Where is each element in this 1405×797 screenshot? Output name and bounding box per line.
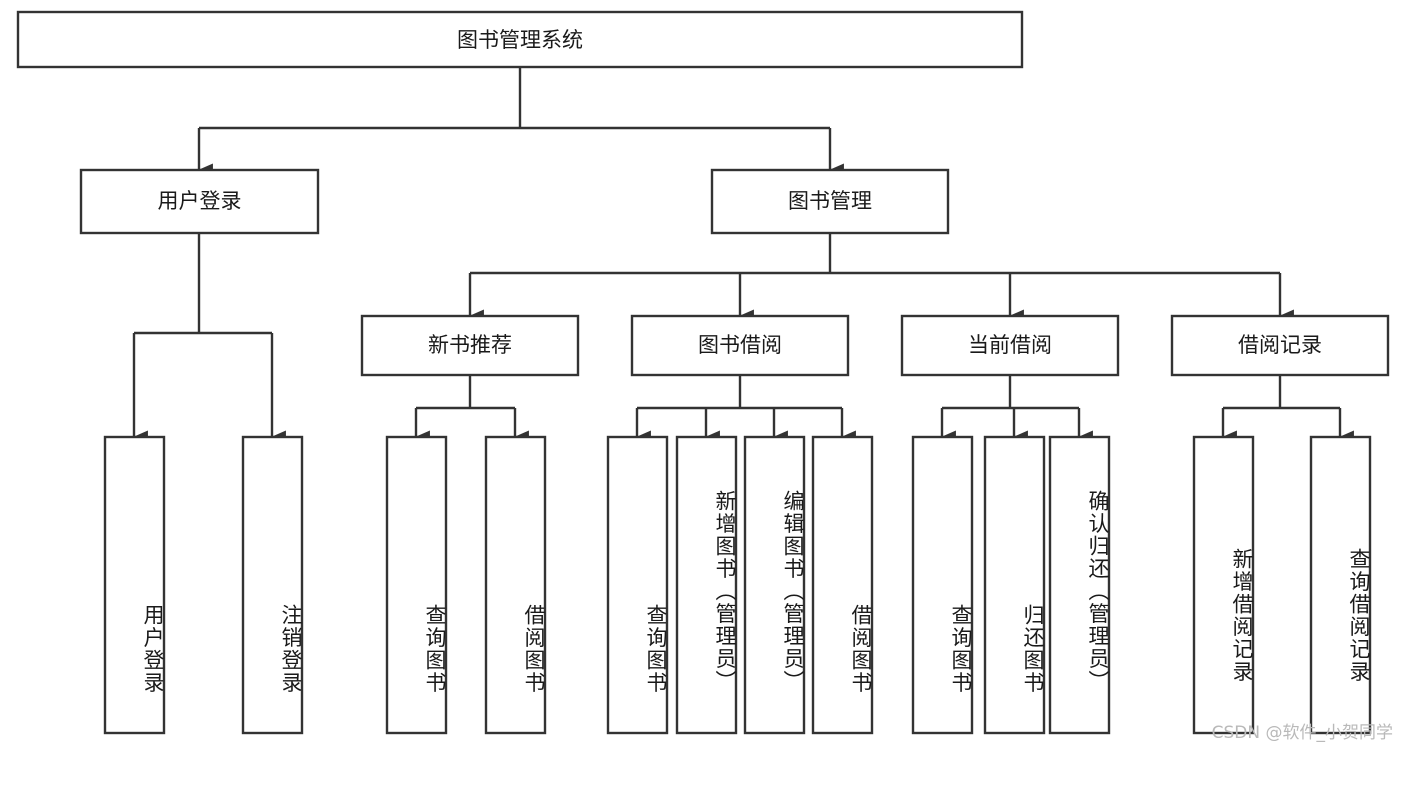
node-new-book-recommend-label: 新书推荐 bbox=[428, 333, 512, 357]
connector-group-user-login bbox=[132, 233, 286, 444]
node-new-book-recommend[interactable]: 新书推荐 bbox=[360, 314, 580, 377]
node-book-manage-box[interactable] bbox=[710, 168, 950, 235]
node-current-borrow-box[interactable] bbox=[900, 314, 1120, 377]
leaf-borrow-book-1-box[interactable] bbox=[484, 435, 547, 735]
leaf-add-record-box[interactable] bbox=[1192, 435, 1255, 735]
leaf-borrow-book-2-box[interactable] bbox=[811, 435, 874, 735]
leaf-query-book-2-box[interactable] bbox=[606, 435, 669, 735]
connector-group-current-borrow bbox=[940, 375, 1093, 444]
node-book-borrow-box[interactable] bbox=[630, 314, 850, 377]
leaf-query-book-1-box[interactable] bbox=[385, 435, 448, 735]
node-new-book-recommend-box[interactable] bbox=[360, 314, 580, 377]
node-book-borrow[interactable]: 图书借阅 bbox=[630, 314, 850, 377]
node-user-login-box[interactable] bbox=[79, 168, 320, 235]
node-borrow-record-box[interactable] bbox=[1170, 314, 1390, 377]
node-root[interactable]: 图书管理系统 bbox=[16, 10, 1024, 69]
node-current-borrow[interactable]: 当前借阅 bbox=[900, 314, 1120, 377]
node-root-box[interactable] bbox=[16, 10, 1024, 69]
node-user-login-label: 用户登录 bbox=[158, 189, 242, 213]
node-book-borrow-label: 图书借阅 bbox=[698, 333, 782, 357]
leaf-logout-box[interactable] bbox=[241, 435, 304, 735]
node-borrow-record[interactable]: 借阅记录 bbox=[1170, 314, 1390, 377]
flowchart-canvas: 图书管理系统 用户登录 图书管理 新书推荐 图书借阅 当前借阅 借阅记录 bbox=[16, 10, 1393, 743]
diagram-svg: 图书管理系统 用户登录 图书管理 新书推荐 图书借阅 当前借阅 借阅记录 bbox=[16, 10, 1390, 735]
leaf-user-login-box[interactable] bbox=[103, 435, 166, 735]
node-book-manage-label: 图书管理 bbox=[788, 189, 872, 213]
connector-group-borrow-record bbox=[1221, 375, 1354, 444]
connector-group-root bbox=[197, 67, 844, 177]
node-borrow-record-label: 借阅记录 bbox=[1238, 333, 1322, 357]
csdn-watermark: CSDN @软件_小贺同学 bbox=[1211, 723, 1393, 743]
leaf-boxes bbox=[103, 435, 1372, 735]
node-user-login[interactable]: 用户登录 bbox=[79, 168, 320, 235]
connector-group-book-manage bbox=[468, 233, 1294, 323]
leaf-confirm-return-box[interactable] bbox=[1048, 435, 1111, 735]
leaf-query-record-box[interactable] bbox=[1309, 435, 1372, 735]
node-book-manage[interactable]: 图书管理 bbox=[710, 168, 950, 235]
leaf-add-book-box[interactable] bbox=[675, 435, 738, 735]
leaf-edit-book-box[interactable] bbox=[743, 435, 806, 735]
leaf-return-book-box[interactable] bbox=[983, 435, 1046, 735]
node-current-borrow-label: 当前借阅 bbox=[968, 333, 1052, 357]
leaf-query-book-3-box[interactable] bbox=[911, 435, 974, 735]
connector-group-new-book-recommend bbox=[414, 375, 529, 444]
node-root-label: 图书管理系统 bbox=[457, 28, 583, 52]
connector-group-book-borrow bbox=[635, 375, 856, 444]
